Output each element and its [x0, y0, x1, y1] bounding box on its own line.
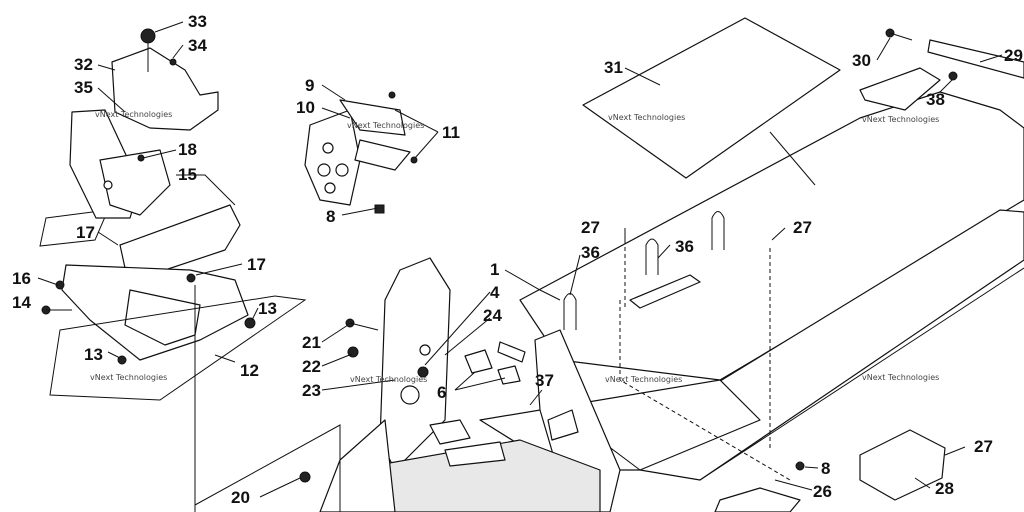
watermark-text: vNext Technologies: [347, 121, 424, 130]
callout-37: 37: [535, 371, 554, 390]
callout-36: 36: [675, 237, 694, 256]
tunnel-end-bracket: [859, 67, 941, 111]
footrest-bracket: [859, 429, 946, 501]
callout-6: 6: [437, 383, 446, 402]
callout-27: 27: [793, 218, 812, 237]
tunnel-rail: [927, 39, 1024, 79]
callout-14: 14: [12, 293, 31, 312]
callout-30: 30: [852, 51, 871, 70]
callout-29: 29: [1004, 46, 1023, 65]
callout-17: 17: [76, 223, 95, 242]
cover-housing: [111, 47, 219, 131]
watermark-text: vNext Technologies: [350, 375, 427, 384]
frame-upright-left: [379, 257, 451, 471]
tunnel-top-plate: [519, 91, 1024, 381]
callout-13: 13: [258, 299, 277, 318]
callout-35: 35: [74, 78, 93, 97]
callout-4: 4: [490, 283, 500, 302]
callout-36: 36: [581, 243, 600, 262]
callout-38: 38: [926, 90, 945, 109]
muffler-bracket: [304, 99, 411, 214]
callout-20: 20: [231, 488, 250, 507]
callout-12: 12: [240, 361, 259, 380]
callout-8: 8: [821, 459, 830, 478]
pivot-arm: [99, 149, 171, 216]
callout-31: 31: [604, 58, 623, 77]
watermarks: vNext Technologies vNext Technologies vN…: [90, 110, 939, 384]
front-frame: [319, 257, 621, 512]
steering-bracket-assembly: [39, 109, 307, 401]
callout-10: 10: [296, 98, 315, 117]
callout-34: 34: [188, 36, 207, 55]
callout-27: 27: [581, 218, 600, 237]
callout-33: 33: [188, 12, 207, 31]
watermark-text: vNext Technologies: [95, 110, 172, 119]
callout-18: 18: [178, 140, 197, 159]
frame-upright-right: [534, 329, 621, 512]
callout-1: 1: [490, 260, 499, 279]
callout-28: 28: [935, 479, 954, 498]
watermark-text: vNext Technologies: [862, 115, 939, 124]
watermark-text: vNext Technologies: [605, 375, 682, 384]
seat-base-panel: [582, 17, 841, 179]
callout-24: 24: [483, 306, 502, 325]
steering-plate: [119, 204, 241, 276]
callout-21: 21: [302, 333, 321, 352]
callout-32: 32: [74, 55, 93, 74]
callout-15: 15: [178, 165, 197, 184]
watermark-text: vNext Technologies: [608, 113, 685, 122]
callout-17: 17: [247, 255, 266, 274]
rear-bracket: [714, 487, 801, 512]
tunnel-assembly: [479, 39, 1024, 512]
callout-16: 16: [12, 269, 31, 288]
watermark-text: vNext Technologies: [862, 373, 939, 382]
callout-9: 9: [305, 76, 314, 95]
callout-11: 11: [442, 123, 460, 142]
callout-23: 23: [302, 381, 321, 400]
watermark-text: vNext Technologies: [90, 373, 167, 382]
leader-lines: [37, 21, 1003, 512]
callout-22: 22: [302, 357, 321, 376]
cover-knob: [140, 28, 156, 44]
callout-27: 27: [974, 437, 993, 456]
callout-13: 13: [84, 345, 103, 364]
callout-labels: 33 34 32 35 18 15 17 17 16 14 13 13 12 9…: [12, 12, 1023, 507]
callout-26: 26: [813, 482, 832, 501]
callout-8: 8: [326, 207, 335, 226]
